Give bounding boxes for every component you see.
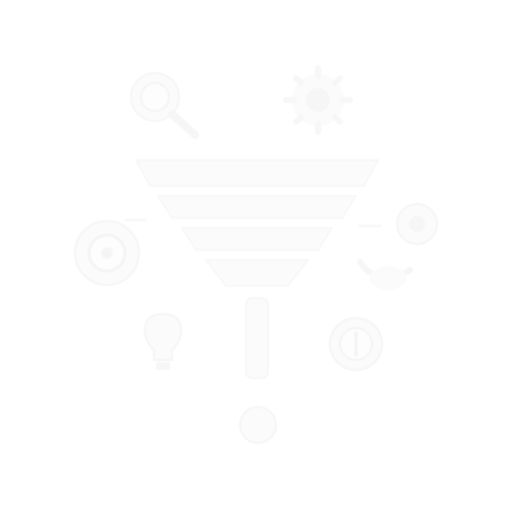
magnifier-icon xyxy=(130,72,199,139)
money-bag-icon xyxy=(124,218,382,228)
gear-badge-icon xyxy=(357,203,438,290)
settings-gear-icon xyxy=(283,65,353,135)
droplet-icon xyxy=(239,406,277,444)
funnel-icon xyxy=(134,159,380,379)
target-badge-icon xyxy=(74,220,140,286)
lightbulb-icon xyxy=(143,312,183,370)
dollar-coin-icon xyxy=(329,317,383,371)
